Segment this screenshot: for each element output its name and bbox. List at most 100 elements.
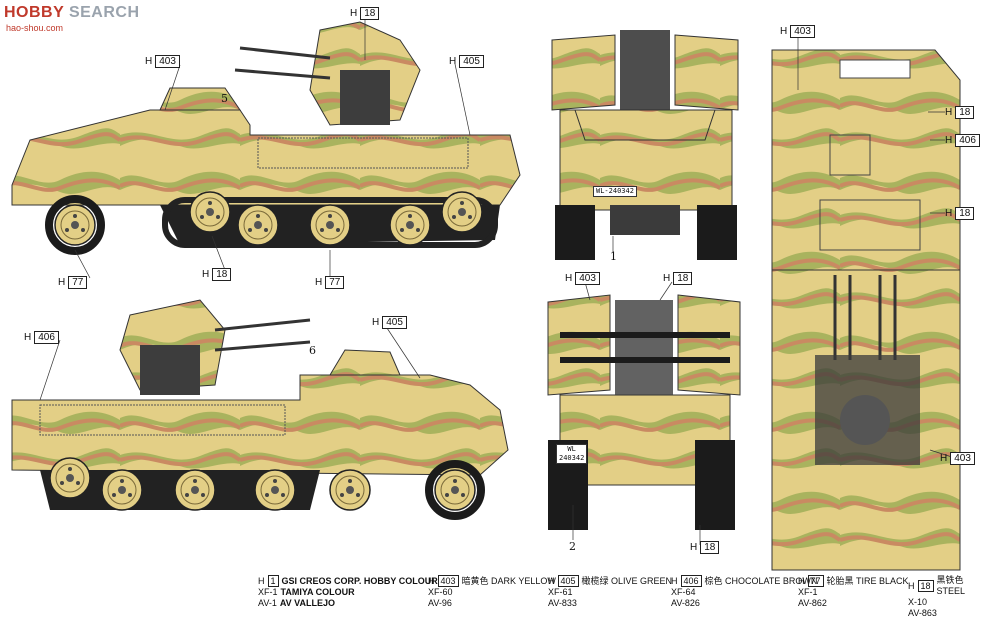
tag-h: H (940, 453, 948, 464)
legend-tamiya: XF-1 (798, 587, 818, 597)
legend-brand3: AV VALLEJO (279, 598, 336, 608)
tag-code: 406 (955, 134, 980, 147)
watermark-right: SEARCH (68, 4, 140, 21)
tag-h: H (24, 332, 32, 343)
tag-code: 403 (790, 25, 815, 38)
legend-brand2-code: XF-1 (258, 587, 278, 597)
legend-h: H (258, 575, 265, 586)
legend-tamiya: XF-61 (548, 587, 573, 597)
legend-vallejo: AV-833 (548, 598, 577, 608)
callout-5: 5 (221, 92, 228, 105)
legend-code: 403 (437, 575, 459, 587)
tag-h: H (58, 277, 66, 288)
legend-brand1-code: 1 (267, 575, 279, 587)
tag-code: 18 (700, 541, 720, 554)
legend-tamiya: XF-64 (671, 587, 696, 597)
tag-code: 405 (459, 55, 484, 68)
legend-name: 橄榄绿 OLIVE GREEN (581, 575, 673, 586)
tag-code: 18 (360, 7, 380, 20)
tag-code: 406 (34, 331, 59, 344)
leader-lines (39, 20, 956, 545)
tag-h: H (945, 107, 953, 118)
watermark-left: HOBBY (4, 4, 64, 21)
legend-code: 77 (807, 575, 824, 587)
rear-plate-line1: WL (567, 445, 576, 453)
legend-name: 棕色 CHOCOLATE BROWN (704, 575, 818, 586)
tag-h: H (145, 56, 153, 67)
front-view (551, 30, 739, 260)
tag-h: H (202, 269, 210, 280)
legend-code: 405 (557, 575, 579, 587)
legend-tamiya: XF-60 (428, 587, 453, 597)
legend-h: H (428, 575, 435, 586)
legend-brand3-code: AV-1 (258, 598, 277, 608)
legend-h: H (908, 580, 915, 591)
tag-code: 403 (950, 452, 975, 465)
tag-code: 77 (325, 276, 345, 289)
legend-h: H (798, 575, 805, 586)
legend-h: H (548, 575, 555, 586)
tag-h: H (449, 56, 457, 67)
tag-code: 18 (955, 207, 975, 220)
legend-brand1: GSI CREOS CORP. HOBBY COLOUR (281, 575, 438, 586)
legend-brand2: TAMIYA COLOUR (280, 587, 355, 597)
callout-2: 2 (569, 540, 576, 553)
side-view-left (11, 299, 509, 520)
legend-code: 18 (917, 580, 934, 592)
legend-vallejo: AV-862 (798, 598, 827, 608)
front-plate: WL-240342 (593, 186, 637, 197)
tag-h: H (945, 135, 953, 146)
legend-code: 406 (680, 575, 702, 587)
tag-h: H (690, 542, 698, 553)
tag-h: H (372, 317, 380, 328)
tag-h: H (663, 273, 671, 284)
tag-h: H (945, 208, 953, 219)
legend-tamiya: X-10 (908, 597, 928, 607)
tag-h: H (315, 277, 323, 288)
tag-code: 18 (212, 268, 232, 281)
tag-code: 18 (673, 272, 693, 285)
watermark-sub: hao-shou.com (6, 23, 64, 33)
top-view (771, 49, 961, 571)
watermark: HOBBY SEARCH (4, 4, 140, 22)
callout-1: 1 (610, 250, 617, 263)
tag-code: 403 (575, 272, 600, 285)
legend-name: 轮胎黑 TIRE BLACK (826, 575, 909, 586)
tag-h: H (780, 26, 788, 37)
side-view-right (11, 21, 521, 255)
tag-h: H (565, 273, 573, 284)
legend-vallejo: AV-96 (428, 598, 452, 608)
callout-6: 6 (309, 344, 316, 357)
tag-code: 403 (155, 55, 180, 68)
tag-code: 18 (955, 106, 975, 119)
legend-vallejo: AV-863 (908, 608, 937, 618)
legend-h: H (671, 575, 678, 586)
rear-view (547, 294, 741, 530)
legend-name: 暗黄色 DARK YELLOW (461, 575, 556, 586)
tag-code: 405 (382, 316, 407, 329)
